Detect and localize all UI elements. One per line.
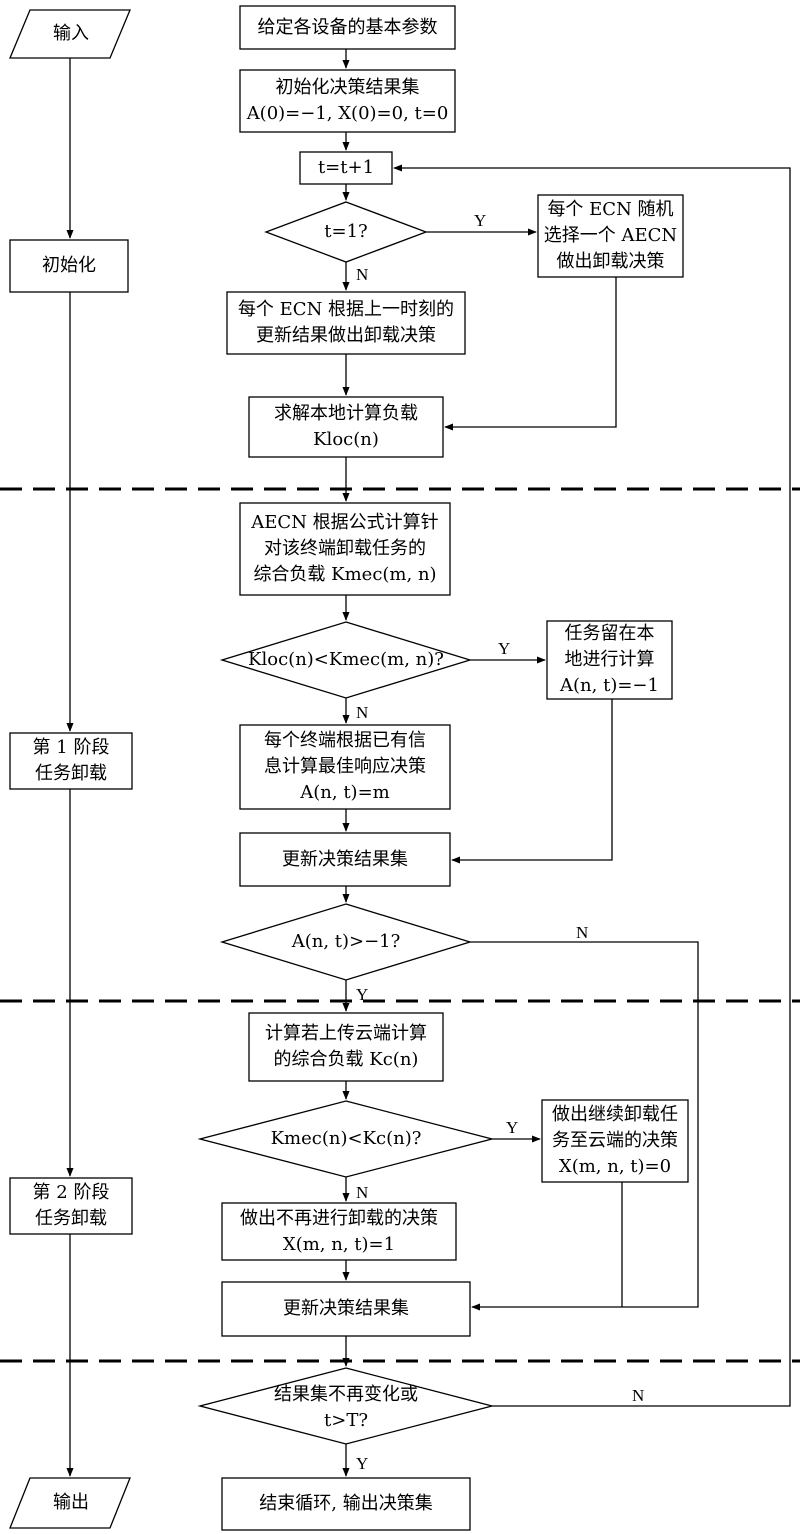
edge-label-no: N [632, 1386, 645, 1405]
edge-label-no: N [576, 923, 589, 942]
cloud-load-label: 计算若上传云端计算 的综合负载 Kc(n) [265, 1023, 427, 1070]
aecn-compute-box [239, 502, 451, 596]
offload-cloud-box [541, 1099, 689, 1183]
init-phase-label: 初始化 [42, 255, 96, 276]
best-response-box [239, 724, 451, 810]
compare-mec-c-label: Kmec(n)<Kc(n)? [270, 1128, 422, 1149]
edge-label-yes: Y [356, 1454, 369, 1473]
check-a-label: A(n, t)>−1? [291, 931, 401, 952]
t-inc-label: t=t+1 [317, 157, 375, 178]
prev-offload-label: 每个 ECN 根据上一时刻的 更新结果做出卸载决策 [237, 299, 455, 346]
init-phase-box [9, 239, 129, 293]
input-label: 输入 [53, 23, 89, 44]
random-offload-label: 每个 ECN 随机 选择一个 AECN 做出卸载决策 [543, 199, 678, 272]
edge-label-yes: Y [356, 985, 369, 1004]
stage1-phase-box [9, 732, 133, 790]
edge-label-no: N [356, 1183, 369, 1202]
check-end-label: 结果集不再变化或 t>T? [274, 1384, 418, 1431]
stage2-phase-label: 第 2 阶段 任务卸载 [32, 1182, 110, 1229]
aecn-compute-label: AECN 根据公式计算针 对该终端卸载任务的 综合负载 Kmec(m, n) [251, 512, 439, 585]
output-shape [9, 1477, 131, 1529]
output-label: 输出 [53, 1492, 89, 1513]
no-offload-box [221, 1202, 457, 1261]
t-eq-1-label: t=1? [324, 221, 368, 242]
end-box [221, 1477, 471, 1531]
end-label: 结束循环, 输出决策集 [259, 1493, 433, 1514]
update-1-box [239, 832, 451, 887]
edge-label-yes: Y [498, 639, 511, 658]
random-offload-box [537, 194, 684, 278]
local-load-label: 求解本地计算负载 Kloc(n) [274, 403, 418, 450]
stay-local-label: 任务留在本 地进行计算 A(n, t)=−1 [560, 623, 659, 696]
edge-label-no: N [356, 265, 369, 284]
edge-label-no: N [356, 703, 369, 722]
stage2-phase-box [9, 1177, 133, 1235]
best-response-label: 每个终端根据已有信 息计算最佳响应决策 A(n, t)=m [264, 730, 426, 803]
edge-label-yes: Y [506, 1118, 519, 1137]
init-result-box [239, 69, 456, 133]
init-result-label: 初始化决策结果集 A(0)=−1, X(0)=0, t=0 [246, 77, 449, 124]
update-2-label: 更新决策结果集 [283, 1298, 409, 1319]
stage1-phase-label: 第 1 阶段 任务卸载 [32, 737, 110, 784]
update-1-label: 更新决策结果集 [282, 848, 408, 870]
offload-cloud-label: 做出继续卸载任 务至云端的决策 X(m, n, t)=0 [552, 1104, 678, 1177]
edge-label-yes: Y [474, 211, 487, 230]
set-params-box [239, 5, 456, 50]
compare-loc-mec-label: Kloc(n)<Kmec(m, n)? [248, 649, 444, 670]
stay-local-box [546, 620, 673, 700]
input-shape [9, 9, 131, 59]
set-params-label: 给定各设备的基本参数 [257, 16, 438, 38]
no-offload-label: 做出不再进行卸载的决策 X(m, n, t)=1 [240, 1207, 438, 1255]
